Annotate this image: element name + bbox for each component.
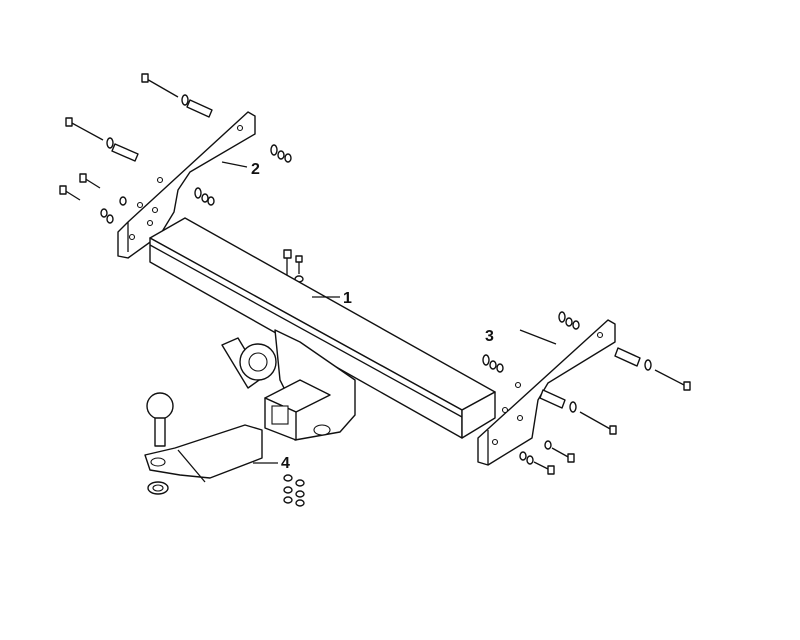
right-bolt-set	[482, 311, 691, 475]
callout-label-3: 3	[485, 328, 494, 345]
left-mounting-bracket	[117, 111, 256, 259]
callout-label-1: 1	[343, 290, 352, 307]
receiver-assembly	[221, 329, 356, 441]
callout-label-4: 4	[281, 455, 290, 472]
leader-line-3	[519, 329, 557, 345]
ball-mount	[144, 392, 305, 507]
callout-label-2: 2	[251, 161, 260, 178]
main-crossbeam	[149, 217, 496, 439]
leader-line-2	[221, 161, 248, 168]
